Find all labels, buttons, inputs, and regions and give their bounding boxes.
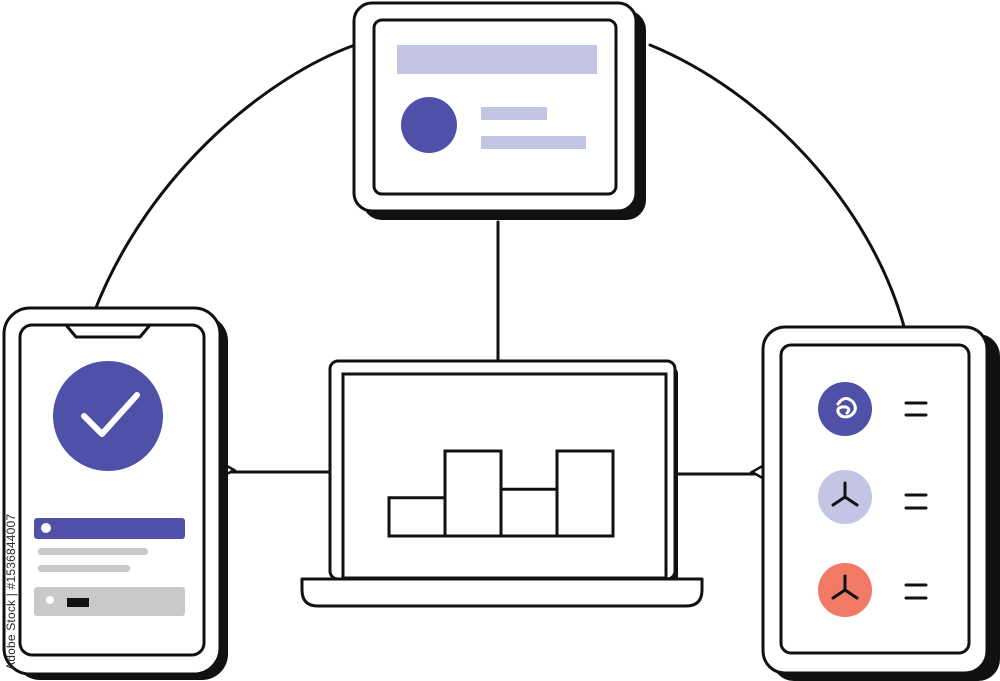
arc-left-connector bbox=[93, 43, 357, 312]
list-item-1 bbox=[818, 382, 928, 436]
progress-bar bbox=[34, 518, 185, 539]
text-line-2 bbox=[38, 565, 130, 572]
checkmark-icon bbox=[81, 392, 140, 437]
laptop-center bbox=[300, 359, 704, 608]
watermark-text: Adobe Stock | #1536844007 bbox=[4, 513, 18, 670]
bar-chart bbox=[387, 449, 615, 538]
progress-bar-knob bbox=[41, 523, 51, 533]
laptop-base bbox=[300, 577, 704, 608]
phone-left bbox=[2, 306, 228, 680]
chart-bar-4 bbox=[555, 449, 615, 538]
text-line-long bbox=[481, 136, 586, 149]
list-item-1-avatar bbox=[818, 382, 872, 436]
laptop-screen bbox=[341, 372, 668, 580]
chart-bar-1 bbox=[387, 496, 447, 538]
input-field-text bbox=[67, 598, 89, 607]
input-field bbox=[34, 587, 185, 616]
list-item-3 bbox=[818, 563, 928, 617]
fan-icon bbox=[831, 481, 859, 507]
chart-bar-2 bbox=[443, 449, 503, 538]
input-field-dot bbox=[46, 596, 54, 604]
phone-notch bbox=[64, 323, 152, 339]
tablet-right-screen bbox=[779, 343, 971, 655]
tablet-right bbox=[761, 325, 1000, 681]
tablet-top bbox=[352, 1, 646, 220]
arc-right-connector bbox=[648, 43, 907, 332]
text-line-1 bbox=[38, 548, 148, 555]
swirl-icon bbox=[836, 397, 857, 419]
check-circle bbox=[53, 361, 163, 471]
chart-bar-3 bbox=[499, 487, 559, 538]
header-bar bbox=[397, 45, 597, 74]
avatar-circle bbox=[401, 97, 457, 153]
connection-lines bbox=[93, 43, 907, 476]
list-item-2 bbox=[818, 470, 928, 524]
text-line-short bbox=[481, 107, 547, 120]
fan-icon bbox=[831, 574, 859, 600]
